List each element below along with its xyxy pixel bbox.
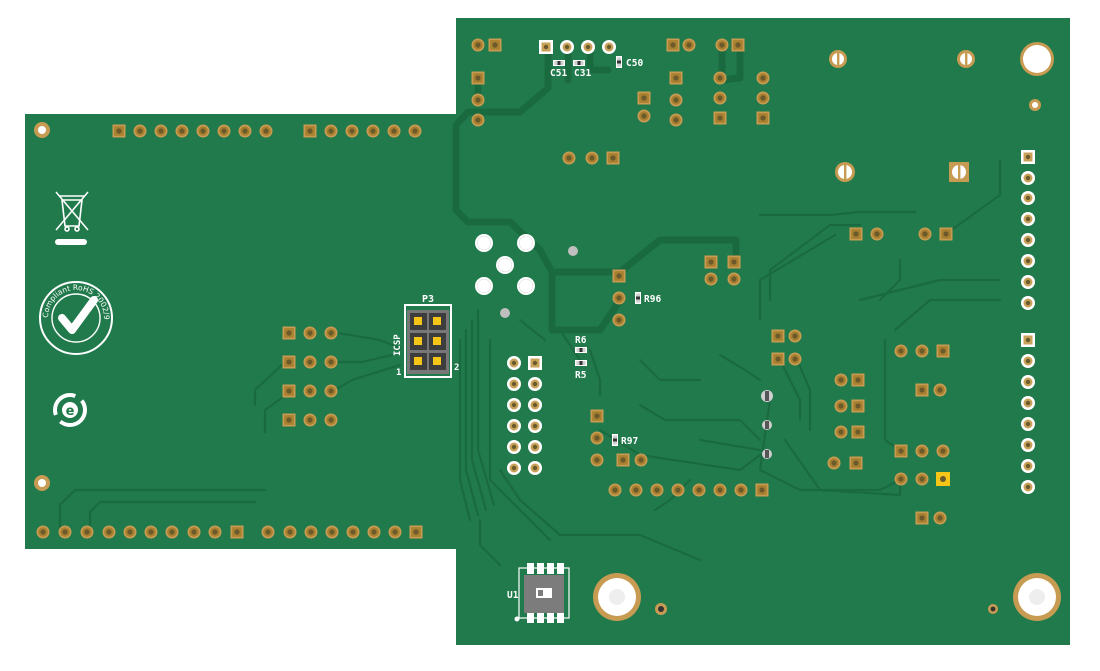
label-r97: R97 <box>621 436 638 447</box>
res-r5 <box>575 360 587 366</box>
label-u1: U1 <box>507 590 519 601</box>
label-c31: C31 <box>574 68 591 79</box>
signal-traces <box>58 158 1002 567</box>
cap-c31 <box>573 60 585 66</box>
label-pin1: 1 <box>396 368 401 378</box>
label-c51: C51 <box>550 68 567 79</box>
big-white-pads <box>474 233 578 318</box>
res-r96 <box>635 292 641 304</box>
label-p3: P3 <box>422 294 434 305</box>
res-r97 <box>612 434 618 446</box>
svg-text:e: e <box>66 404 75 419</box>
pcb-board <box>25 18 1070 645</box>
label-c50: C50 <box>626 58 643 69</box>
label-r96: R96 <box>644 294 661 305</box>
middle-pads <box>590 227 953 525</box>
weee-bin-icon <box>55 191 89 245</box>
res-r6 <box>575 347 587 353</box>
chip-u1 <box>514 563 570 623</box>
mount-hole <box>34 122 50 491</box>
label-pin2: 2 <box>454 363 459 373</box>
icsp-header-p3 <box>404 304 452 378</box>
label-r6: R6 <box>575 335 587 346</box>
e-recycle-icon: e <box>53 393 87 427</box>
header-top-left <box>112 124 422 138</box>
cap-c50 <box>616 56 622 68</box>
cap-c51 <box>553 60 565 66</box>
right-mount-holes <box>593 42 1061 621</box>
label-icsp: ICSP <box>393 334 403 356</box>
label-r5: R5 <box>575 370 587 381</box>
